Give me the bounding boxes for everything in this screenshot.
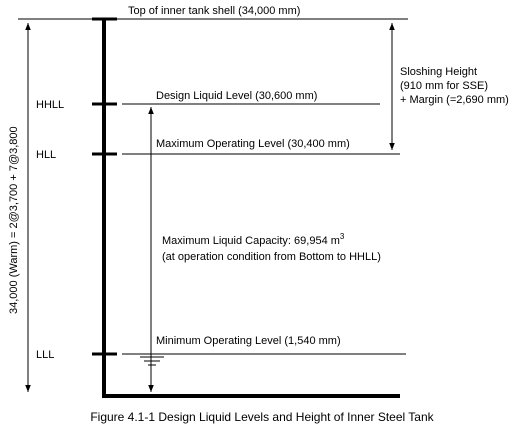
top-shell-label: Top of inner tank shell (34,000 mm) bbox=[128, 5, 300, 17]
liquid-surface-icon bbox=[140, 356, 164, 366]
overall-height-label: 34,000 (Warm) = 2@3,700 + 7@3,800 bbox=[8, 126, 20, 314]
max-operating-level-label: Maximum Operating Level (30,400 mm) bbox=[156, 138, 350, 150]
hll-label: HLL bbox=[36, 149, 56, 161]
lll-label: LLL bbox=[36, 349, 54, 361]
capacity-label-line2: (at operation condition from Bottom to H… bbox=[162, 251, 381, 263]
figure-caption: Figure 4.1-1 Design Liquid Levels and He… bbox=[90, 410, 434, 424]
sloshing-label-line3: + Margin (=2,690 mm) bbox=[400, 94, 509, 106]
min-operating-level-label: Minimum Operating Level (1,540 mm) bbox=[156, 335, 341, 347]
sloshing-label-line1: Sloshing Height bbox=[400, 66, 477, 78]
capacity-label-line1: Maximum Liquid Capacity: 69,954 m3 bbox=[162, 232, 345, 247]
sloshing-label-line2: (910 mm for SSE) bbox=[400, 80, 488, 92]
design-liquid-level-label: Design Liquid Level (30,600 mm) bbox=[156, 90, 317, 102]
hhll-label: HHLL bbox=[36, 99, 64, 111]
